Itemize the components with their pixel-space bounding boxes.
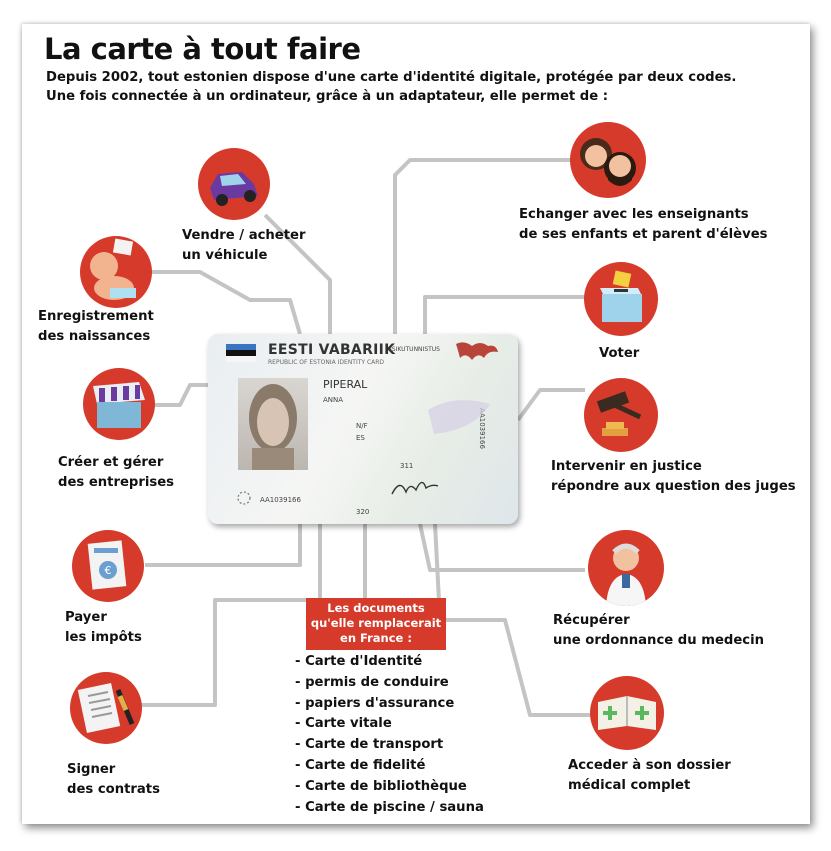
card-nationality: ES (356, 434, 365, 442)
estonia-flag-icon (226, 344, 256, 362)
tax-document-icon: € (87, 540, 127, 590)
list-item: - permis de conduire (295, 674, 449, 690)
card-type-small: ISIKUTUNNISTUS (390, 346, 440, 353)
list-item: - papiers d'assurance (295, 695, 455, 711)
documents-heading: Les documents qu'elle remplacerait en Fr… (306, 598, 446, 650)
list-item: - Carte de piscine / sauna (295, 799, 484, 815)
card-code-311: 311 (400, 462, 414, 470)
connector-car (263, 213, 332, 334)
gavel-icon (596, 391, 642, 436)
medical-circle (590, 676, 664, 750)
connector-voter (423, 295, 585, 334)
car-circle (198, 148, 270, 220)
card-country: EESTI VABARIIK (268, 342, 396, 358)
documents-list: - Carte d'Identité - permis de conduire … (295, 652, 484, 818)
contract-pen-icon (77, 682, 135, 734)
connector-gavel (516, 388, 585, 422)
shop-circle (83, 368, 155, 440)
list-item: - Carte de transport (295, 737, 444, 753)
connector-baby (150, 270, 302, 335)
use-vote-label: Voter (599, 346, 640, 361)
card-number: AA1039166 (260, 496, 301, 504)
subtitle-line-2: Une fois connectée à un ordinateur, grâc… (46, 89, 609, 104)
connector-parents (393, 158, 575, 334)
tax-circle: € (72, 530, 144, 602)
connector-shop (155, 383, 208, 407)
gavel-circle (584, 378, 658, 452)
card-hologram-icon (428, 400, 490, 434)
estonian-id-card: EESTI VABARIIK ISIKUTUNNISTUS REPUBLIC O… (208, 334, 518, 524)
connector-medical (433, 523, 590, 717)
page-subtitle: Depuis 2002, tout estonien dispose d'une… (46, 68, 736, 106)
card-vertical-code: AA1039166 (478, 408, 486, 449)
list-item: - Carte de bibliothèque (295, 778, 467, 794)
shop-icon (93, 382, 145, 428)
parents-circle (570, 122, 646, 198)
portrait-face-icon (249, 384, 297, 470)
list-item: - Carte de fidelité (295, 757, 426, 773)
voter-circle (584, 262, 658, 336)
medical-file-icon (598, 696, 656, 730)
coat-of-arms-icon (456, 342, 498, 360)
svg-text:€: € (105, 564, 112, 577)
card-portrait (238, 378, 308, 470)
baby-icon (90, 238, 136, 300)
card-given-name: ANNA (323, 396, 344, 404)
parents-icon (580, 138, 636, 186)
card-surname: PIPERAL (323, 378, 368, 391)
card-code-320: 320 (356, 508, 370, 516)
card-sex: N/F (356, 422, 368, 430)
ballot-box-icon (600, 270, 642, 322)
connector-doctor (418, 523, 585, 572)
doctor-circle (588, 530, 664, 606)
list-item: - Carte d'Identité (295, 654, 423, 669)
doctor-icon (606, 543, 646, 606)
car-icon (210, 172, 258, 206)
page-title: La carte à tout faire (44, 32, 361, 66)
card-signature-icon (391, 481, 439, 495)
connector-contract (140, 524, 322, 707)
card-subtitle: REPUBLIC OF ESTONIA IDENTITY CARD (268, 359, 385, 366)
contract-circle (70, 672, 142, 744)
connector-tax (145, 524, 302, 567)
baby-circle (80, 236, 152, 308)
card-chip-symbol-icon (237, 491, 251, 505)
subtitle-line-1: Depuis 2002, tout estonien dispose d'une… (46, 70, 737, 85)
list-item: - Carte vitale (295, 716, 392, 732)
